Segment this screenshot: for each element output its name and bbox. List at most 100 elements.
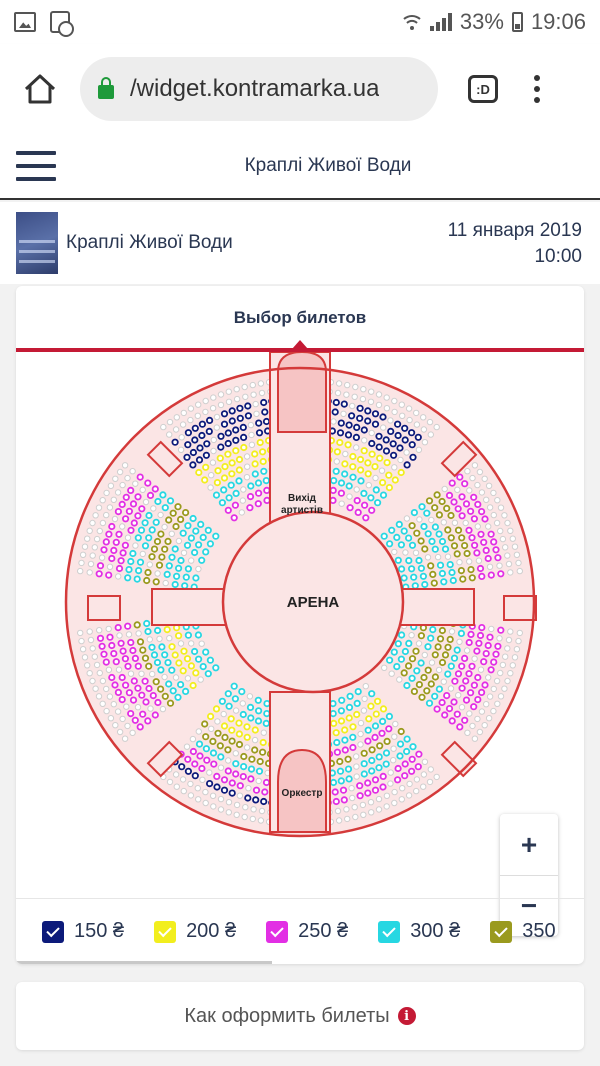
seat[interactable] — [477, 688, 486, 696]
seat[interactable] — [154, 626, 162, 635]
tabs-button[interactable]: :D — [468, 75, 498, 103]
seat[interactable] — [349, 733, 357, 741]
seat[interactable] — [195, 468, 203, 477]
legend-item-150[interactable]: 150 ₴ — [42, 920, 124, 943]
seat[interactable] — [214, 729, 222, 737]
seat[interactable] — [206, 416, 214, 425]
seat[interactable] — [144, 479, 152, 487]
seat[interactable] — [434, 643, 442, 651]
seat[interactable] — [341, 726, 349, 734]
seat[interactable] — [332, 797, 340, 806]
seat[interactable] — [165, 562, 173, 570]
seat[interactable] — [431, 692, 439, 700]
seat[interactable] — [353, 699, 361, 707]
seat[interactable] — [393, 420, 402, 428]
seat[interactable] — [372, 710, 380, 718]
seat[interactable] — [415, 556, 423, 565]
seat[interactable] — [410, 687, 418, 695]
seat[interactable] — [368, 746, 376, 754]
seat[interactable] — [166, 699, 175, 707]
seat-map[interactable]: АРЕНА Вихід артистів Оркестр + − — [16, 352, 584, 936]
home-button[interactable] — [16, 65, 64, 113]
seat[interactable] — [360, 770, 368, 778]
seat[interactable] — [420, 522, 428, 531]
seat[interactable] — [444, 670, 452, 678]
seat[interactable] — [375, 432, 383, 440]
seat[interactable] — [340, 400, 348, 408]
seat[interactable] — [189, 747, 197, 756]
seat[interactable] — [425, 497, 434, 505]
seat[interactable] — [417, 537, 425, 545]
seat[interactable] — [247, 714, 255, 722]
seat[interactable] — [417, 564, 425, 572]
seat[interactable] — [148, 553, 156, 561]
seat[interactable] — [114, 508, 123, 516]
seat[interactable] — [354, 508, 362, 516]
seat[interactable] — [446, 561, 454, 569]
seat[interactable] — [255, 429, 264, 437]
seat[interactable] — [260, 467, 268, 475]
seat[interactable] — [447, 511, 455, 520]
seat[interactable] — [470, 515, 478, 523]
seat[interactable] — [336, 438, 344, 447]
seat[interactable] — [198, 420, 206, 428]
seat[interactable] — [213, 479, 221, 487]
seat[interactable] — [251, 470, 259, 478]
seat[interactable] — [151, 485, 159, 493]
seat[interactable] — [490, 658, 498, 666]
seat[interactable] — [259, 457, 267, 466]
seat[interactable] — [438, 698, 446, 707]
seat[interactable] — [354, 687, 362, 696]
seat[interactable] — [401, 436, 409, 444]
seat[interactable] — [251, 450, 259, 458]
seat[interactable] — [349, 452, 357, 461]
seat[interactable] — [427, 634, 435, 642]
seat[interactable] — [394, 556, 402, 564]
seat[interactable] — [254, 717, 263, 725]
seat[interactable] — [408, 674, 416, 682]
seat[interactable] — [407, 767, 416, 775]
seat[interactable] — [450, 542, 459, 550]
seat[interactable] — [476, 631, 485, 640]
seat[interactable] — [110, 649, 118, 658]
seat[interactable] — [262, 417, 271, 426]
seat[interactable] — [124, 574, 132, 582]
seat[interactable] — [124, 622, 132, 630]
seat[interactable] — [408, 441, 416, 449]
seat[interactable] — [192, 574, 200, 582]
seat[interactable] — [209, 737, 217, 745]
seat[interactable] — [428, 537, 436, 545]
seat[interactable] — [389, 440, 397, 448]
seat[interactable] — [453, 550, 461, 558]
seat[interactable] — [224, 429, 232, 437]
seat[interactable] — [492, 546, 500, 554]
seat[interactable] — [255, 707, 263, 715]
seat[interactable] — [96, 562, 105, 570]
seat[interactable] — [396, 752, 404, 760]
seat[interactable] — [125, 566, 133, 574]
seat[interactable] — [425, 699, 434, 707]
seat[interactable] — [364, 779, 372, 787]
seat[interactable] — [145, 511, 153, 520]
seat[interactable] — [199, 533, 207, 541]
seat[interactable] — [260, 797, 268, 806]
seat[interactable] — [345, 703, 354, 711]
seat[interactable] — [456, 473, 464, 481]
seat[interactable] — [236, 782, 244, 790]
legend-item-250[interactable]: 250 ₴ — [266, 920, 348, 943]
seat[interactable] — [445, 491, 454, 499]
seat[interactable] — [436, 635, 445, 643]
seat[interactable] — [396, 444, 404, 452]
seat[interactable] — [382, 447, 391, 455]
seat[interactable] — [197, 520, 205, 528]
seat[interactable] — [382, 436, 390, 444]
seat[interactable] — [171, 545, 179, 553]
seat[interactable] — [191, 760, 199, 768]
seat[interactable] — [256, 757, 264, 766]
seat-map-svg[interactable]: АРЕНА Вихід артистів Оркестр — [16, 352, 584, 898]
seat[interactable] — [110, 546, 118, 554]
seat[interactable] — [427, 562, 435, 570]
seat[interactable] — [121, 655, 130, 663]
seat[interactable] — [443, 691, 451, 700]
seat[interactable] — [102, 538, 110, 546]
